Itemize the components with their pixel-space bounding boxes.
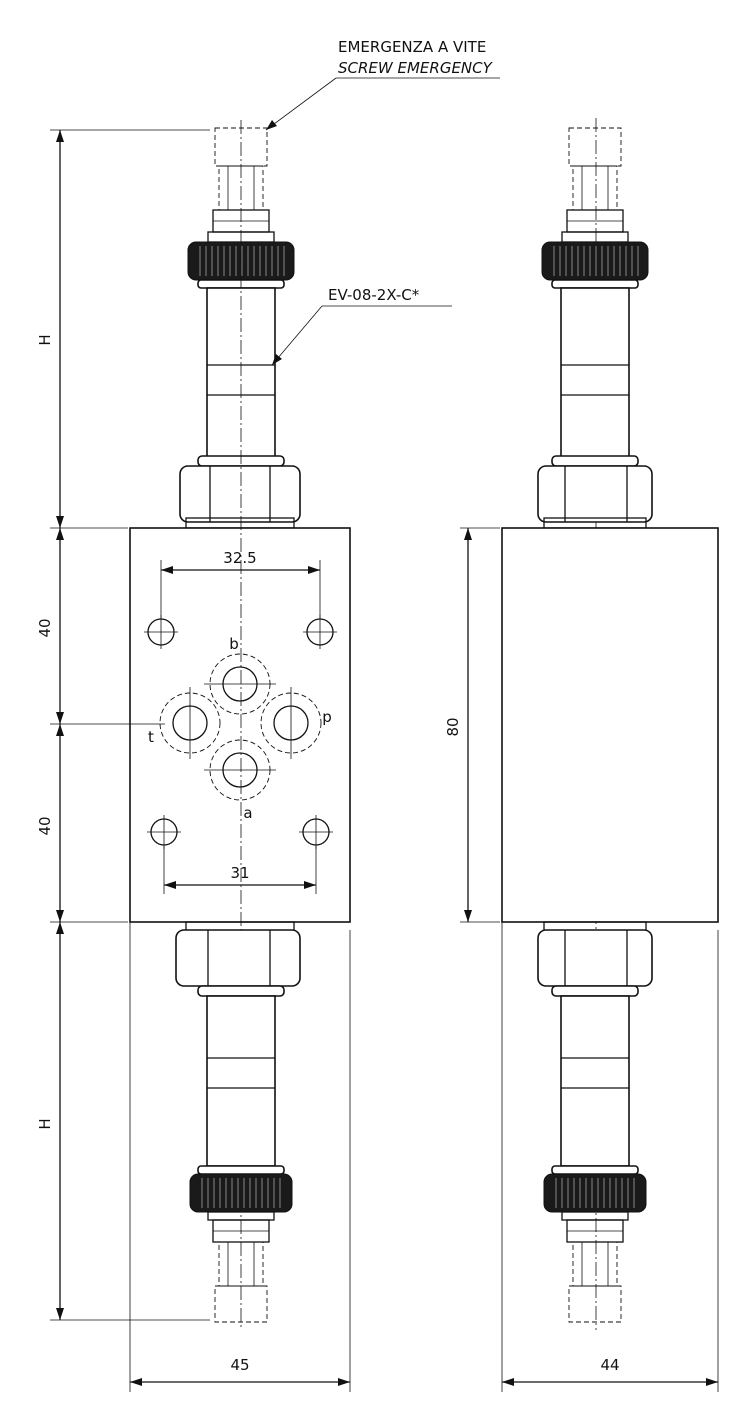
dim-lower-half: 40 <box>36 816 54 835</box>
mounting-holes <box>144 615 337 849</box>
side-view <box>501 118 719 1330</box>
side-valve-body <box>501 527 719 923</box>
front-bottom-emergency-cap <box>214 1285 268 1323</box>
front-valve-body <box>129 527 351 923</box>
dim-top-height: H <box>36 334 54 345</box>
dim-bottom-height: H <box>36 1118 54 1129</box>
port-a <box>204 739 276 801</box>
side-top-coil <box>560 287 630 459</box>
port-label-p: p <box>322 708 332 726</box>
dim-top-spacing: 32.5 <box>223 549 256 567</box>
port-label-t: t <box>148 728 154 746</box>
emergency-label-en: SCREW EMERGENCY <box>338 59 494 77</box>
dim-body-height: 80 <box>444 717 462 736</box>
dim-front-width: 45 <box>230 1356 249 1374</box>
front-top-emergency-screw <box>218 165 264 211</box>
front-top-hex-nut <box>179 465 301 523</box>
front-view <box>129 120 351 1330</box>
dimension-lines <box>50 129 719 1392</box>
leader-lines <box>265 77 500 366</box>
front-bottom-coil <box>206 995 276 1167</box>
side-bottom-coil <box>560 995 630 1167</box>
port-p <box>260 687 322 759</box>
dim-side-width: 44 <box>600 1356 619 1374</box>
port-label-a: a <box>243 804 252 822</box>
front-bottom-knurled-ring <box>189 1173 293 1213</box>
port-t <box>159 687 221 759</box>
labels: EMERGENZA A VITE SCREW EMERGENCY EV-08-2… <box>36 38 620 1374</box>
dim-upper-half: 40 <box>36 618 54 637</box>
front-bottom-hex-nut <box>175 929 301 987</box>
dim-bottom-spacing: 31 <box>230 864 249 882</box>
side-bottom-hex-nut <box>537 929 653 987</box>
port-label-b: b <box>229 635 239 653</box>
emergency-label-it: EMERGENZA A VITE <box>338 38 486 56</box>
coil-code-label: EV-08-2X-C* <box>328 286 420 304</box>
side-top-hex-nut <box>537 465 653 523</box>
port-b <box>204 653 276 715</box>
side-bottom-knurled-ring <box>543 1173 647 1213</box>
